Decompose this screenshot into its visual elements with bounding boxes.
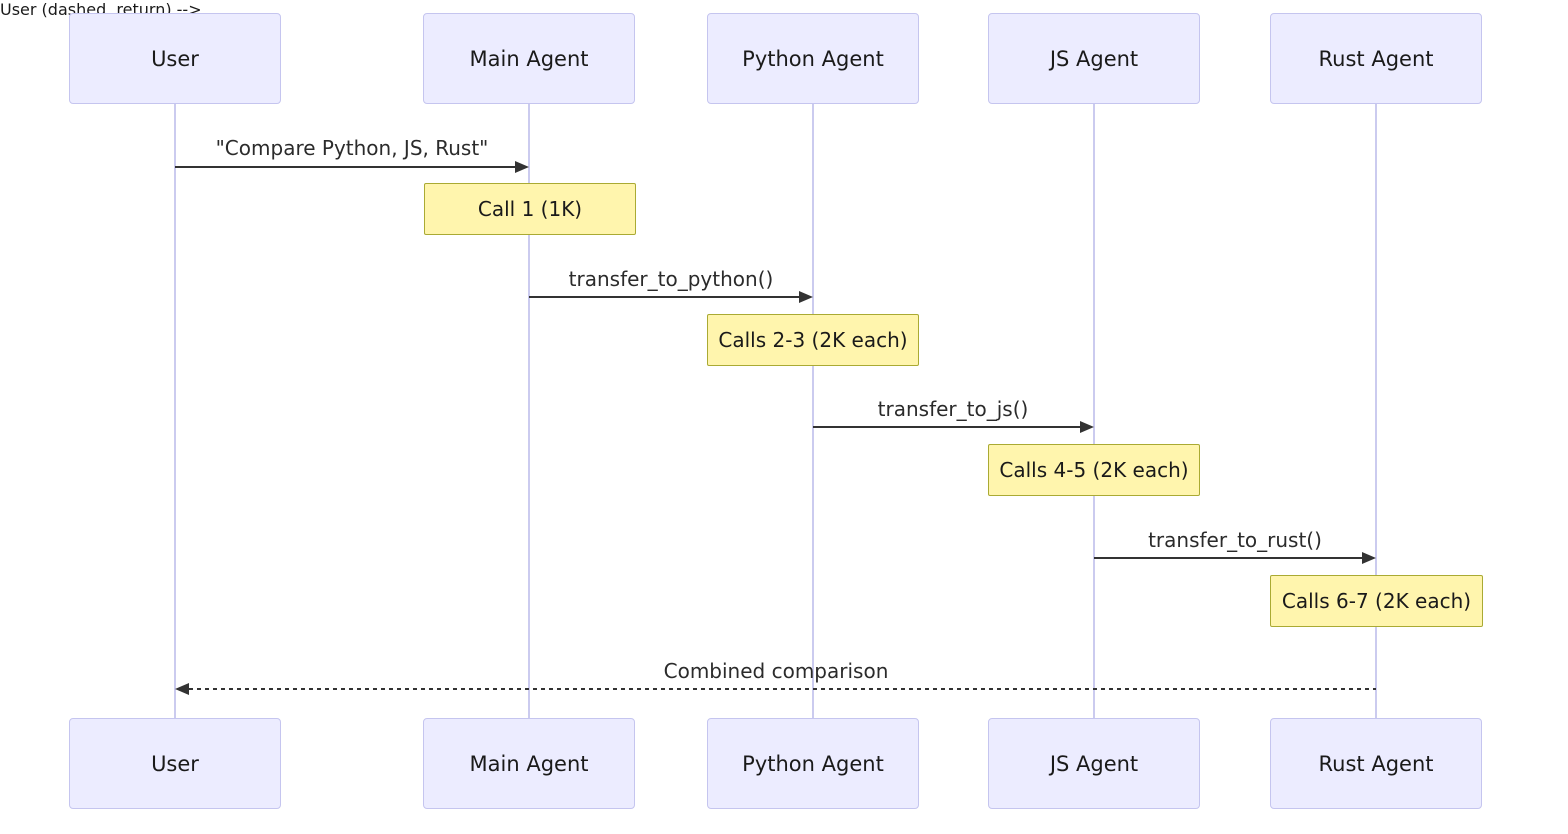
participant-python-agent-bottom: Python Agent [707,718,919,809]
participant-label: Python Agent [742,46,884,71]
lifeline-main-agent [528,104,530,718]
participant-python-agent-top: Python Agent [707,13,919,104]
message-line [1094,557,1362,559]
participant-user-bottom: User [69,718,281,809]
participant-rust-agent-bottom: Rust Agent [1270,718,1482,809]
participant-label: JS Agent [1049,46,1139,71]
lifeline-user [174,104,176,718]
arrowhead-right-icon [515,161,529,173]
message-label: transfer_to_rust() [1148,528,1322,552]
participant-label: User [151,751,199,776]
note-calls-2-3: Calls 2-3 (2K each) [707,314,919,366]
participant-label: Rust Agent [1318,751,1434,776]
participant-label: Python Agent [742,751,884,776]
participant-main-agent-top: Main Agent [423,13,635,104]
participant-label: Main Agent [469,751,589,776]
lifeline-python-agent [812,104,814,718]
note-calls-4-5: Calls 4-5 (2K each) [988,444,1200,496]
note-call-1: Call 1 (1K) [424,183,636,235]
note-label: Call 1 (1K) [477,197,583,221]
arrowhead-right-icon [1080,421,1094,433]
participant-js-agent-bottom: JS Agent [988,718,1200,809]
lifeline-js-agent [1093,104,1095,718]
participant-rust-agent-top: Rust Agent [1270,13,1482,104]
message-line-dashed [189,688,1376,690]
message-label: transfer_to_js() [877,397,1029,421]
message-line [529,296,799,298]
note-label: Calls 6-7 (2K each) [1281,589,1472,613]
note-label: Calls 4-5 (2K each) [999,458,1189,482]
note-calls-6-7: Calls 6-7 (2K each) [1270,575,1483,627]
participant-label: JS Agent [1049,751,1139,776]
message-label: transfer_to_python() [568,267,774,291]
participant-js-agent-top: JS Agent [988,13,1200,104]
participant-label: Main Agent [469,46,589,71]
message-line [175,166,515,168]
message-line [813,426,1080,428]
lifeline-rust-agent [1375,104,1377,718]
arrowhead-right-icon [799,291,813,303]
message-label: Combined comparison [663,659,889,683]
participant-label: Rust Agent [1318,46,1434,71]
participant-user-top: User [69,13,281,104]
note-label: Calls 2-3 (2K each) [718,328,908,352]
arrowhead-left-icon [175,683,189,695]
participant-label: User [151,46,199,71]
message-label: "Compare Python, JS, Rust" [215,136,489,160]
arrowhead-right-icon [1362,552,1376,564]
participant-main-agent-bottom: Main Agent [423,718,635,809]
